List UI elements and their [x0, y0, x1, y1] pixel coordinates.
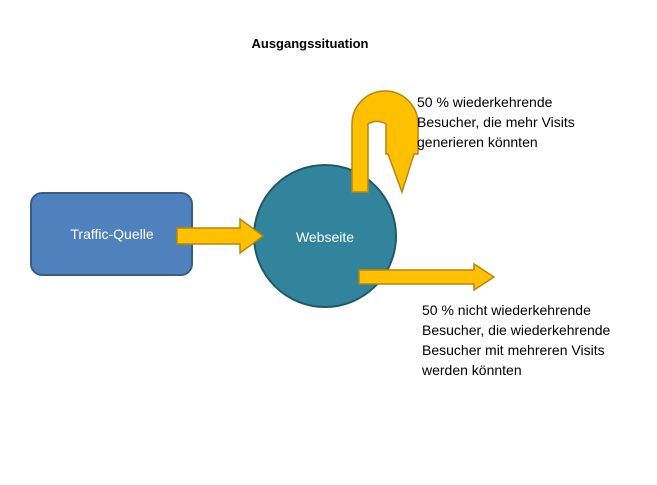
- traffic-arrow: [176, 217, 265, 255]
- returning-visitors-note: 50 % wiederkehrende Besucher, die mehr V…: [417, 94, 575, 150]
- website-label: Webseite: [295, 229, 355, 245]
- non-returning-visitors-note: 50 % nicht wiederkehrende Besucher, die …: [422, 302, 611, 378]
- traffic-source-label: Traffic-Quelle: [70, 226, 154, 242]
- returning-visitors-arrow: [351, 90, 419, 195]
- diagram-title: Ausgangssituation: [251, 36, 369, 51]
- non-returning-visitors-arrow: [358, 262, 496, 292]
